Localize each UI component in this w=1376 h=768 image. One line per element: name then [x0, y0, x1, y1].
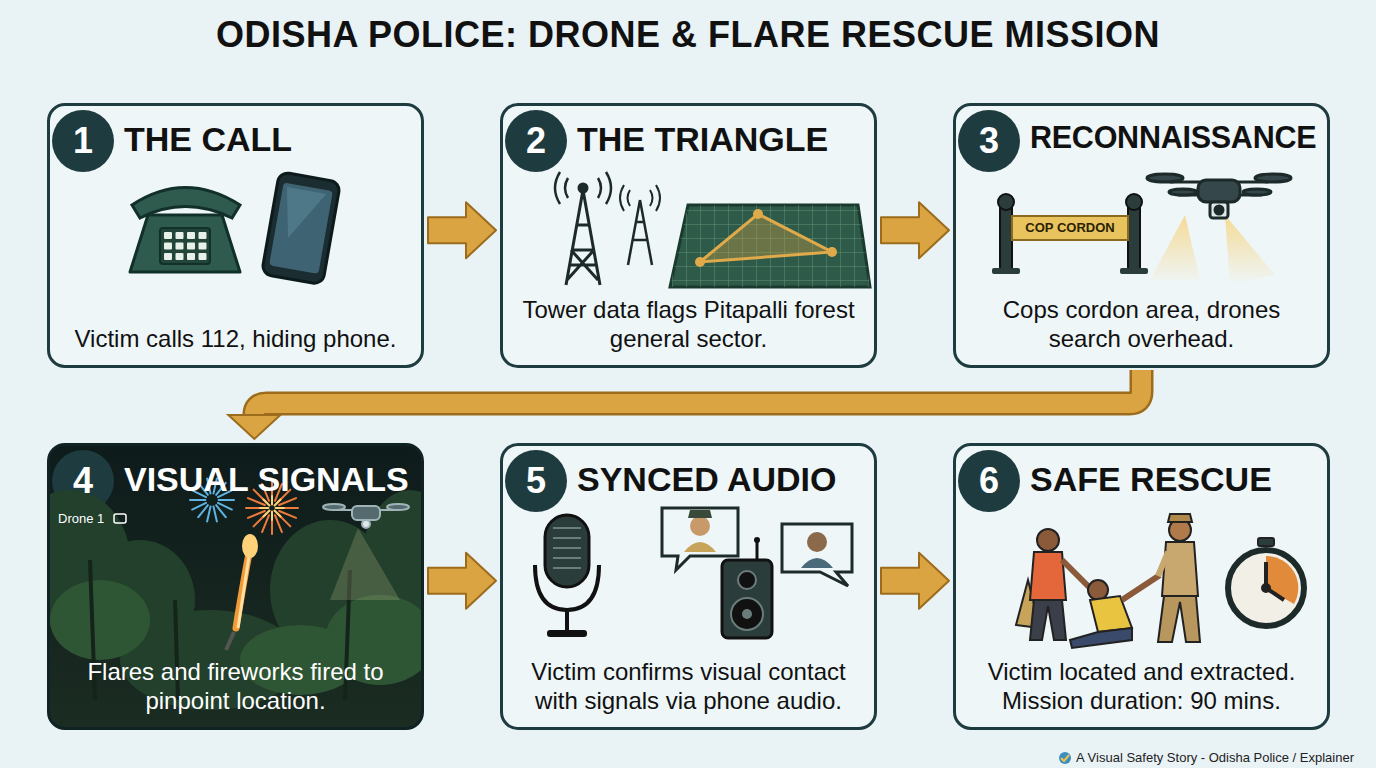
- keypad-key: [187, 253, 195, 260]
- step-description: Flares and fireworks fired to pinpoint l…: [64, 657, 407, 715]
- rescue-scene: [1016, 514, 1304, 648]
- keypad-key: [176, 232, 184, 239]
- firework-spark: [271, 482, 273, 500]
- flow-arrow: [881, 553, 949, 609]
- step-number-badge: 2: [505, 110, 567, 172]
- arrow-body: [428, 553, 496, 609]
- arrow-head: [228, 415, 280, 439]
- flow-arrow: [228, 370, 1141, 439]
- firework-spark: [219, 499, 234, 501]
- firework-spark: [216, 483, 226, 495]
- firework-spark: [271, 512, 273, 520]
- audio-icons: [535, 508, 852, 638]
- step-description: Victim located and extracted. Mission du…: [970, 657, 1313, 715]
- step-description: Tower data flags Pitapalli forest genera…: [517, 295, 860, 353]
- mic-grill: [553, 527, 581, 529]
- flow-arrow: [881, 202, 949, 258]
- firework-spark: [275, 515, 282, 532]
- mic-grill: [553, 567, 581, 569]
- arrow-body: [428, 202, 496, 258]
- firework-spark: [198, 483, 208, 495]
- logo-icon: [1058, 751, 1072, 765]
- arrow-shaft: [254, 370, 1141, 419]
- caption-text: A Visual Safety Story - Odisha Police / …: [1076, 750, 1354, 765]
- firework-spark: [192, 503, 206, 510]
- mic-grill: [553, 557, 581, 559]
- callout-number: 6: [979, 460, 999, 502]
- logo-check: [1061, 755, 1069, 761]
- step-heading: THE TRIANGLE: [577, 120, 828, 159]
- callout-number: 4: [73, 460, 93, 502]
- step-panel: SYNCED AUDIO Victim confirms visual conta…: [500, 443, 877, 730]
- step-heading: SAFE RESCUE: [1030, 460, 1272, 499]
- step-number-badge: 1: [52, 110, 114, 172]
- firework-spark: [190, 499, 205, 501]
- caption-row: A Visual Safety Story - Odisha Police / …: [1058, 750, 1354, 765]
- diagram-title: ODISHA POLICE: DRONE & FLARE RESCUE MISS…: [0, 14, 1376, 56]
- phone-icons: [130, 172, 341, 285]
- keypad-key: [199, 243, 207, 250]
- step-panel: THE CALL Victim calls 112, hiding phone. 1: [47, 103, 424, 368]
- step-number-badge: 5: [505, 450, 567, 512]
- callout-number: 1: [73, 120, 93, 162]
- firework-spark: [213, 506, 216, 521]
- step-description: Victim calls 112, hiding phone.: [64, 324, 407, 353]
- step-number-badge: 6: [958, 450, 1020, 512]
- camera-icon: [114, 514, 126, 523]
- arrow-body: [881, 553, 949, 609]
- firework-spark: [248, 511, 265, 518]
- firework-spark: [216, 505, 226, 517]
- step-heading: SYNCED AUDIO: [577, 460, 836, 499]
- tape-label: COP CORDON: [1012, 216, 1128, 240]
- firework-spark: [264, 500, 270, 506]
- keypad-key: [164, 232, 172, 239]
- step-heading: THE CALL: [124, 120, 292, 159]
- keypad-key: [187, 232, 195, 239]
- firework-spark: [264, 511, 270, 517]
- firework-spark: [275, 511, 281, 517]
- firework-spark: [218, 490, 232, 497]
- keypad-key: [164, 253, 172, 260]
- firework-spark: [279, 498, 296, 505]
- callout-number: 2: [526, 120, 546, 162]
- step-number-badge: 3: [958, 110, 1020, 172]
- firework-spark: [207, 506, 210, 521]
- keypad-key: [164, 243, 172, 250]
- firework-spark: [192, 490, 206, 497]
- camera-label: Drone 1: [58, 511, 104, 526]
- step-description: Cops cordon area, drones search overhead…: [970, 295, 1313, 353]
- callout-number: 3: [979, 120, 999, 162]
- arrow-body: [881, 202, 949, 258]
- step-heading: VISUAL SIGNALS: [124, 460, 409, 499]
- firework-spark: [213, 479, 216, 494]
- forest-scene: [50, 479, 421, 710]
- firework-spark: [260, 507, 268, 509]
- arrow-outline: [254, 370, 1141, 419]
- keypad-key: [176, 253, 184, 260]
- keypad-key: [199, 232, 207, 239]
- mic-grill: [553, 537, 581, 539]
- keypad-key: [187, 243, 195, 250]
- logo-disc: [1059, 752, 1071, 764]
- firework-spark: [275, 500, 281, 506]
- tower-grid: [555, 172, 870, 287]
- step-heading: RECONNAISSANCE: [1030, 120, 1316, 155]
- firework-spark: [262, 484, 269, 501]
- firework-spark: [207, 479, 210, 494]
- callout-number: 5: [526, 460, 546, 502]
- flow-arrow: [428, 553, 496, 609]
- cordon-drone: [992, 174, 1291, 285]
- keypad-key: [199, 253, 207, 260]
- mic-grill: [553, 547, 581, 549]
- keypad-key: [176, 243, 184, 250]
- flow-arrow: [428, 202, 496, 258]
- step-description: Victim confirms visual contact with sign…: [517, 657, 860, 715]
- firework-spark: [276, 507, 284, 509]
- firework-spark: [271, 496, 273, 504]
